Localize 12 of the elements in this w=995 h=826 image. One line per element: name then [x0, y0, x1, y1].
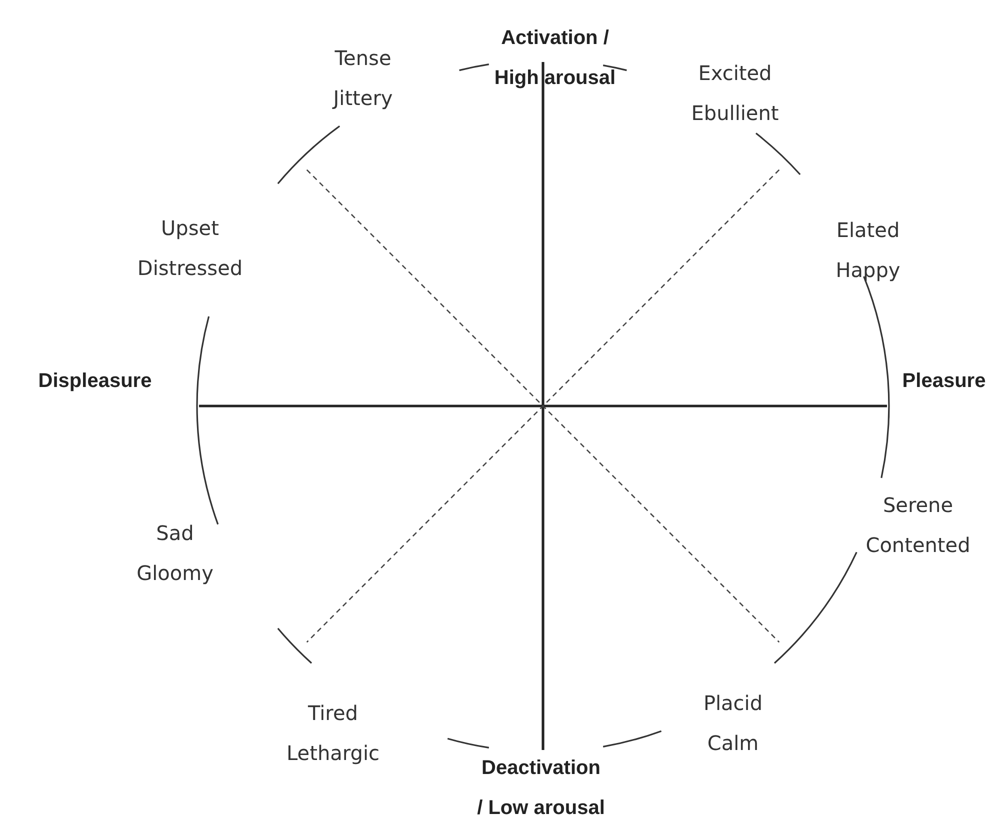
axis-label: Deactivation / Low arousal [476, 756, 606, 821]
axis-label: Pleasure [902, 369, 986, 394]
axis-label: Activation / High arousal [493, 26, 617, 91]
emotion-label: Tense Jittery [333, 45, 393, 112]
emotion-label: Upset Distressed [137, 215, 243, 282]
emotion-label: Serene Contented [866, 492, 970, 559]
emotion-label: Sad Gloomy [136, 520, 214, 587]
emotion-label: Elated Happy [836, 217, 900, 284]
emotion-label: Placid Calm [703, 690, 763, 757]
emotion-label: Tired Lethargic [286, 700, 380, 767]
axis-label: Displeasure [38, 369, 152, 394]
emotion-label: Excited Ebullient [691, 60, 779, 127]
